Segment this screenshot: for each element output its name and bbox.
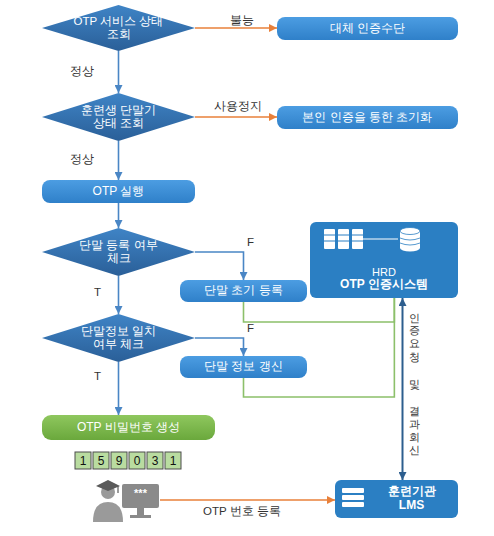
digit-cell: 1: [75, 452, 91, 469]
edge-label: F: [247, 322, 254, 334]
system-box: HRDOTP 인증시스템: [310, 222, 458, 298]
edge-label: 인증요청 및 결과회신: [407, 305, 422, 450]
node-text: 훈련생 단말기 상태 조회: [73, 104, 165, 130]
edge-label: 정상: [70, 64, 94, 79]
process-box: OTP 실행: [42, 180, 195, 203]
digit-cell: 1: [165, 452, 181, 469]
edge-label: OTP 번호 등록: [203, 504, 281, 519]
digit-cell-box: [129, 452, 145, 469]
user-terminal: ***: [95, 478, 160, 522]
monitor-stand: [137, 508, 144, 515]
graduation-cap: [96, 480, 120, 491]
cap-tassel: [117, 486, 118, 493]
monitor-base: [130, 515, 151, 518]
digit-cell-box: [75, 452, 91, 469]
diamond-outline: [42, 314, 195, 362]
flow-connector: [402, 298, 404, 480]
edge-label: T: [94, 370, 101, 382]
process-box: 단말 초기 등록: [180, 280, 307, 302]
user-head: [101, 485, 115, 499]
node-text: 단말정보 일치 여부 체크: [73, 325, 165, 351]
flow-connector: [195, 116, 277, 118]
monitor-screen: [122, 484, 159, 508]
node-text: ***: [122, 487, 159, 500]
node-text: 단말 등록 여부 체크: [73, 239, 165, 265]
flow-connector: [160, 499, 335, 501]
digit-cells: [75, 452, 181, 469]
diamond-outline: [42, 5, 195, 51]
node-text: 단말 초기 등록: [204, 284, 283, 298]
edge-label: F: [247, 236, 254, 248]
flow-connector: [118, 203, 120, 228]
digit-cell: 5: [93, 452, 109, 469]
flow-connector: [118, 276, 120, 314]
flow-connector: [118, 362, 120, 415]
flow-connector: [195, 338, 244, 356]
digit-cell: 3: [147, 452, 163, 469]
digit-cell-box: [165, 452, 181, 469]
node-text: OTP 서비스 상태 조회: [73, 15, 165, 41]
node-text: HRD: [372, 266, 396, 279]
edge-label: 불능: [230, 13, 254, 28]
node-text: 본인 인증을 통한 초기화: [302, 111, 432, 125]
decision-diamond: OTP 서비스 상태 조회: [42, 5, 195, 51]
diamond-outline: [42, 93, 195, 141]
flow-connector: [118, 141, 120, 180]
edge-label: T: [94, 286, 101, 298]
edge-label: 정상: [70, 152, 94, 167]
user-icon: [93, 480, 159, 522]
flow-connector: [195, 27, 277, 29]
node-text: OTP 인증시스템: [340, 278, 428, 292]
node-text: 대체 인증수단: [330, 22, 405, 36]
digit-cell-box: [93, 452, 109, 469]
edge-label: 사용정지: [214, 99, 262, 114]
system-box: 훈련기관 LMS: [335, 480, 458, 518]
digit-cell-box: [111, 452, 127, 469]
flow-connector: [118, 51, 120, 93]
process-box: 단말 정보 갱신: [180, 356, 307, 378]
decision-diamond: 훈련생 단말기 상태 조회: [42, 93, 195, 141]
flow-connector: [244, 298, 395, 397]
decision-diamond: 단말 등록 여부 체크: [42, 228, 195, 276]
decision-diamond: 단말정보 일치 여부 체크: [42, 314, 195, 362]
flow-connector: [195, 252, 244, 280]
result-box: OTP 비밀번호 생성: [42, 415, 215, 440]
node-text: OTP 비밀번호 생성: [77, 421, 180, 435]
user-body: [93, 502, 123, 522]
node-text: 단말 정보 갱신: [204, 360, 283, 374]
node-text: 훈련기관 LMS: [382, 485, 442, 513]
digit-cell-box: [147, 452, 163, 469]
digit-cell: 9: [111, 452, 127, 469]
digit-cell: 0: [129, 452, 145, 469]
diamond-outline: [42, 228, 195, 276]
process-box: 대체 인증수단: [277, 17, 458, 40]
node-text: OTP 실행: [93, 185, 145, 199]
process-box: 본인 인증을 통한 초기화: [277, 106, 458, 129]
